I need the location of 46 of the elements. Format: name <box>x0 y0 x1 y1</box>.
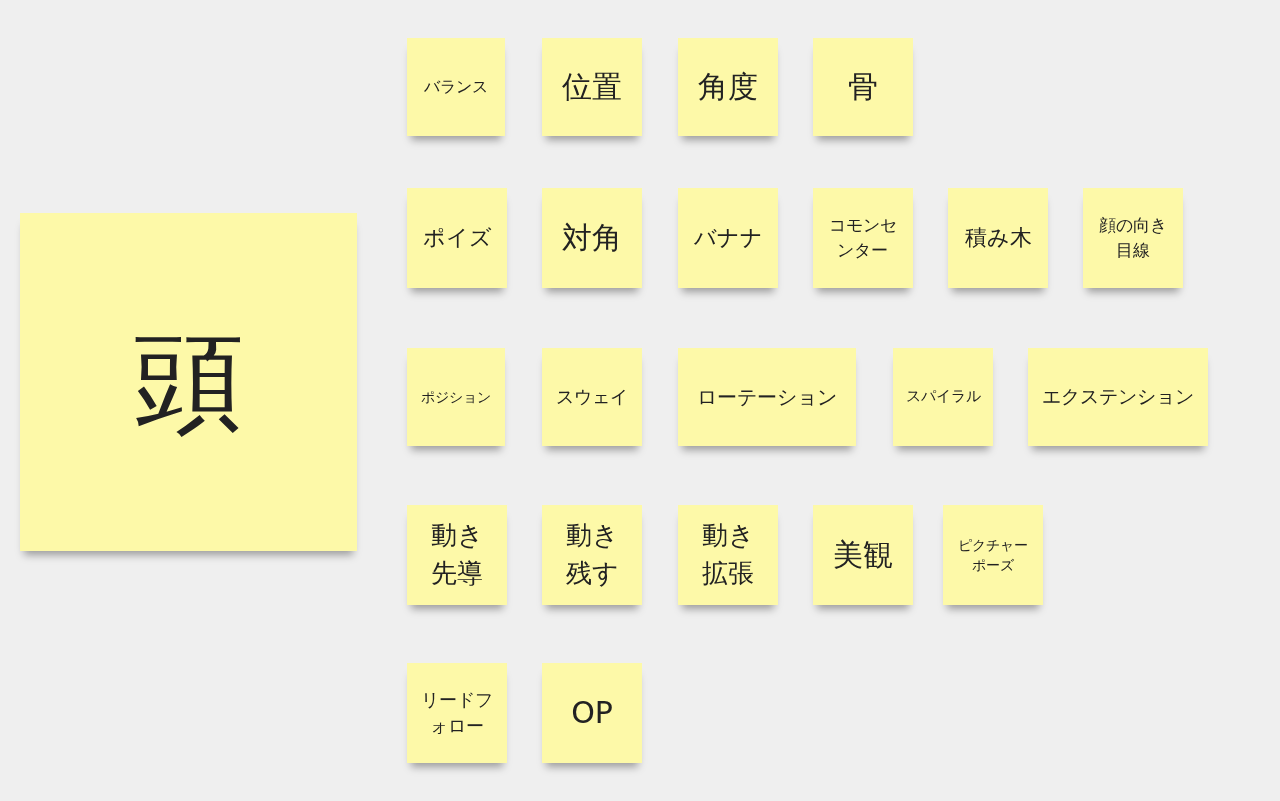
note-text: エクステンション <box>1042 384 1194 410</box>
note-text: ピクチャーポーズ <box>957 535 1029 575</box>
note-text: スパイラル <box>905 386 981 408</box>
sticky-note <box>542 38 642 136</box>
sticky-note <box>542 663 642 763</box>
note-text: 動き拡張 <box>700 519 756 590</box>
sticky-note <box>407 38 505 136</box>
note-text: リードフォロー <box>420 687 494 738</box>
sticky-note <box>678 38 778 136</box>
note-text: ローテーション <box>697 383 837 411</box>
sticky-note <box>407 188 507 288</box>
note-text: バランス <box>424 76 488 99</box>
note-text: 骨 <box>848 68 878 107</box>
note-text: 美観 <box>833 536 893 575</box>
note-text: 対角 <box>562 219 622 258</box>
sticky-note <box>943 505 1043 605</box>
sticky-note <box>542 188 642 288</box>
sticky-note <box>813 38 913 136</box>
note-text: 動き残す <box>564 519 620 590</box>
note-text: 角度 <box>698 68 758 107</box>
sticky-note <box>407 505 507 605</box>
note-text: 顔の向き目線 <box>1098 214 1168 262</box>
sticky-note <box>678 505 778 605</box>
sticky-note <box>1083 188 1183 288</box>
sticky-note <box>893 348 993 446</box>
sticky-note <box>678 188 778 288</box>
sticky-note <box>542 348 642 446</box>
sticky-note <box>1028 348 1208 446</box>
note-text: バナナ <box>693 224 763 253</box>
note-text: コモンセンター <box>828 214 898 262</box>
sticky-note <box>948 188 1048 288</box>
note-text: 積み木 <box>964 224 1032 253</box>
sticky-note <box>542 505 642 605</box>
sticky-note <box>407 348 505 446</box>
sticky-note <box>813 505 913 605</box>
note-text: スウェイ <box>556 384 628 409</box>
sticky-note <box>678 348 856 446</box>
note-text: OP <box>571 694 613 733</box>
note-text: 動き先導 <box>429 519 485 590</box>
note-text: 頭 <box>133 316 244 448</box>
sticky-note <box>407 663 507 763</box>
sticky-note <box>20 213 357 551</box>
sticky-note <box>813 188 913 288</box>
note-text: 位置 <box>562 68 622 107</box>
note-text: ポジション <box>421 387 491 407</box>
note-text: ポイズ <box>422 224 492 253</box>
